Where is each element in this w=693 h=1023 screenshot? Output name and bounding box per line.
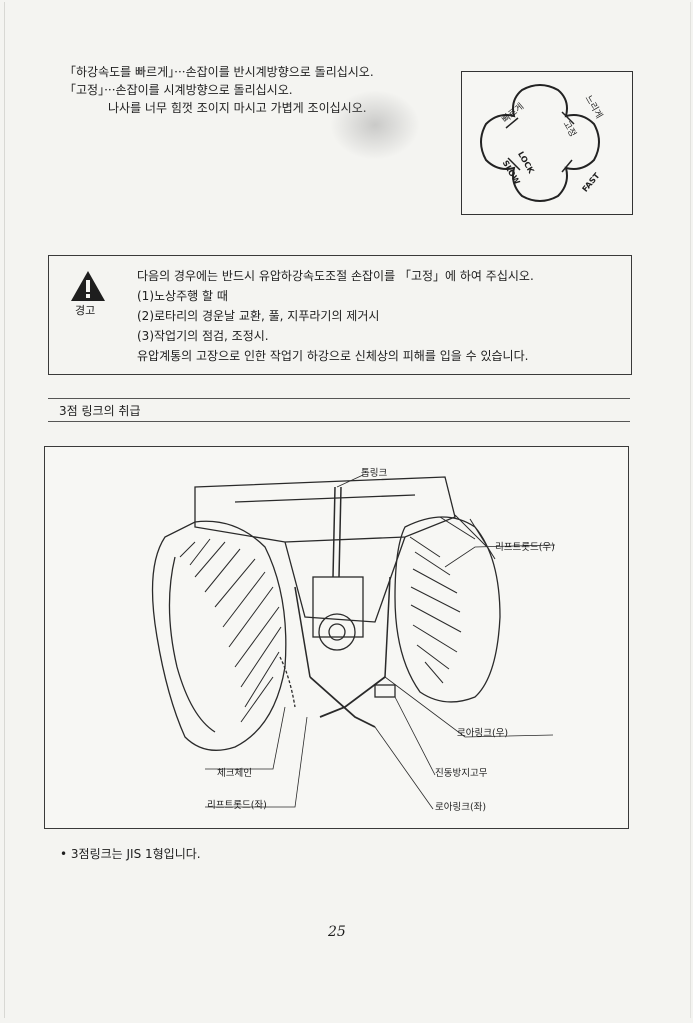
warning-item: (3)작업기의 점검, 조정시. [137,329,269,343]
lift-rod-left [294,586,311,678]
page-number: 25 [328,924,346,940]
lower-link-right [319,676,386,718]
warning-text: 다음의 경우에는 반드시 유압하강속도조절 손잡이를 「고정」에 하여 주십시오… [137,266,534,366]
warning-box: 경고 다음의 경우에는 반드시 유압하강속도조절 손잡이를 「고정」에 하여 주… [48,255,632,375]
label-lower-link-right: 로아링크(우) [457,728,509,739]
intro-line-fast: 「하강속도를 빠르게」···손잡이를 반시계방향으로 돌리십시오. [64,65,374,79]
arrow-fast-icon [505,117,519,129]
label-lower-link-left: 로아링크(좌) [435,802,487,813]
arrow-fast-en-icon [561,159,573,173]
page-frame [4,2,691,1018]
tractor-rear-illustration [151,474,556,810]
warning-triangle-icon [71,271,105,301]
intro-line-lock: 「고정」···손잡이를 시계방향으로 돌리십시오. [64,83,293,97]
warning-footer: 유압계통의 고장으로 인한 작업기 하강으로 신체상의 피해를 입을 수 있습니… [137,349,529,363]
label-anti-vibration-rubber: 진동방지고무 [435,768,488,779]
warning-item: (2)로타리의 경운날 교환, 풀, 지푸라기의 제거시 [137,309,380,323]
lower-link-left [309,676,376,728]
intro-line-screw: 나사를 너무 힘껏 조이지 마시고 가볍게 조이십시오. [108,101,367,115]
jis-note: • 3점링크는 JIS 1형입니다. [60,847,201,861]
section-title: 3점 링크의 취급 [59,404,141,418]
three-point-linkage-figure: 톱링크 리프트롯드(우) 로아링크(우) 체크체인 진동방지고무 리프트롯드(좌… [44,446,629,829]
label-lift-rod-left: 리프트롯드(좌) [207,800,267,811]
lift-rod-right [384,576,391,678]
warning-label: 경고 [75,304,96,317]
speed-knob-diagram: 빠르게 느리게 고정 SLOW LOCK FAST [461,71,633,215]
top-link [332,486,342,578]
label-top-link: 톱링크 [361,468,388,479]
section-heading: 3점 링크의 취급 [48,398,630,422]
label-check-chain: 체크체인 [217,768,252,779]
intro-instructions: 「하강속도를 빠르게」···손잡이를 반시계방향으로 돌리십시오. 「고정」··… [64,63,374,117]
warning-item: (1)노상주행 할 때 [137,289,228,303]
check-chain [279,656,296,708]
left-tire [151,520,287,751]
label-lift-rod-right: 리프트롯드(우) [495,542,555,553]
arrow-slow-icon [561,111,575,125]
knob-illustration [480,84,600,202]
tractor-body [194,476,456,543]
warning-intro: 다음의 경우에는 반드시 유압하강속도조절 손잡이를 「고정」에 하여 주십시오… [137,269,534,283]
arrow-lock-icon [507,157,521,171]
scan-smudge [330,90,420,160]
